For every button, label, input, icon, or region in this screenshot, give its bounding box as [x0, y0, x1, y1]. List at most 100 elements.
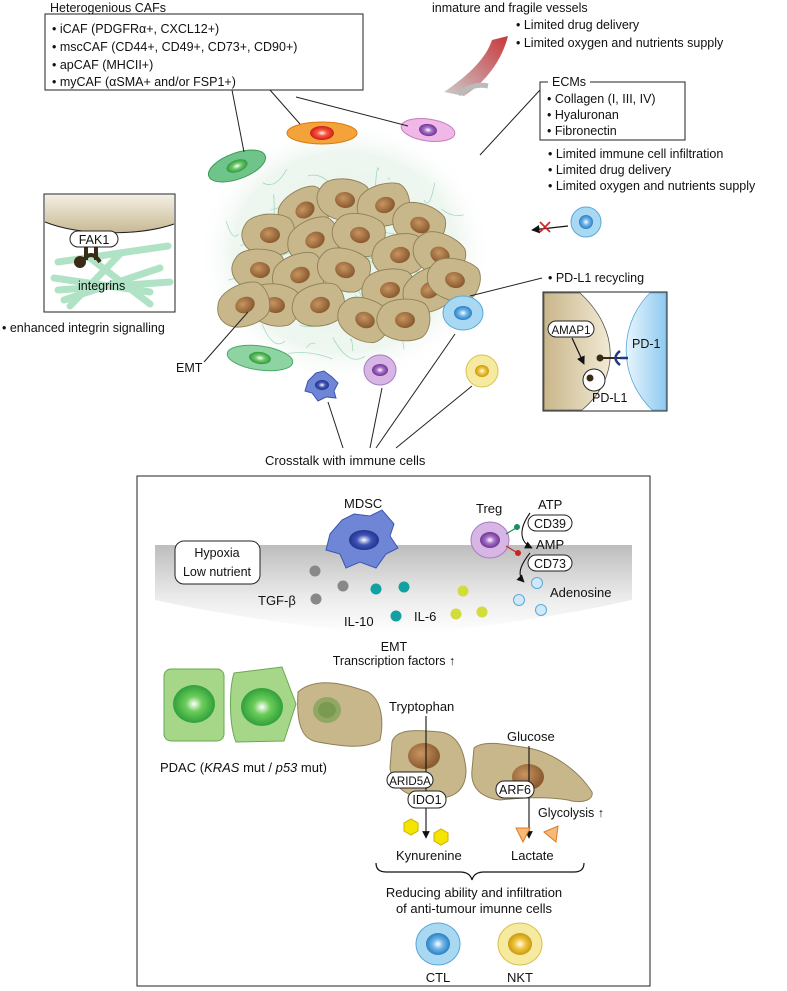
- tumour-cell: [217, 281, 271, 328]
- caf-orange-cell: [286, 121, 358, 145]
- tumour-nucleus: [265, 296, 285, 314]
- ecm-fibre: [374, 167, 380, 189]
- kynurenine-icons: [403, 818, 449, 846]
- ecm-item-collagen: • Collagen (I, III, IV): [547, 92, 656, 106]
- adenosine-dots: [513, 577, 547, 616]
- pdac-cells: [163, 666, 383, 747]
- mdsc-cell: [325, 509, 399, 569]
- tumour-nucleus: [260, 226, 280, 244]
- tumour-nucleus: [295, 201, 315, 219]
- caf-pink-cell: [400, 117, 456, 143]
- ecm-fibre: [349, 338, 354, 352]
- glycolysis-label: Glycolysis ↑: [538, 806, 604, 820]
- ecm-fibre: [261, 323, 286, 345]
- glucose-label: Glucose: [507, 729, 555, 744]
- adenosine-label: Adenosine: [550, 585, 611, 600]
- tumour-nucleus: [250, 261, 270, 279]
- caf-green-cell-bottom: [226, 344, 294, 372]
- ecm-fibre: [273, 194, 275, 214]
- vessel-item-oxygen: • Limited oxygen and nutrients supply: [516, 36, 724, 50]
- caf-item-mycaf: • myCAF (αSMA+ and/or FSP1+): [52, 75, 236, 89]
- tumour-nucleus: [310, 296, 330, 314]
- ecm-effect-oxygen: • Limited oxygen and nutrients supply: [548, 179, 756, 193]
- lactate-icons: [515, 825, 559, 844]
- nkt-label: NKT: [507, 970, 533, 985]
- integrin-fibres: [50, 242, 174, 310]
- reducing-line2: of anti-tumour imunne cells: [396, 901, 553, 916]
- tumour-nucleus: [290, 266, 310, 284]
- vessel-title: inmature and fragile vessels: [432, 1, 588, 15]
- caf-box-title: Heterogenious CAFs: [50, 1, 166, 15]
- mdsc-cell-small: [304, 370, 339, 402]
- amap1-label: AMAP1: [552, 325, 591, 337]
- tumour-nucleus: [355, 311, 375, 329]
- tumour-cell: [316, 178, 371, 222]
- tumour-nucleus: [335, 261, 355, 279]
- ecm-fibre: [262, 169, 288, 186]
- emt-label: EMT: [176, 361, 203, 375]
- summary-brace: [375, 862, 585, 881]
- atp-label: ATP: [538, 497, 562, 512]
- ctl-label: CTL: [426, 970, 451, 985]
- arf6-label: ARF6: [499, 783, 531, 797]
- treg-cell-small: [363, 354, 397, 386]
- crosstalk-label: Crosstalk with immune cells: [265, 453, 426, 468]
- reducing-line1: Reducing ability and infiltration: [386, 885, 562, 900]
- emt-tf-line1: EMT: [381, 640, 408, 654]
- cd73-label: CD73: [534, 557, 566, 571]
- integrin-signalling-caption: • enhanced integrin signalling: [2, 321, 165, 335]
- ecm-item-hyaluronan: • Hyaluronan: [547, 108, 619, 122]
- tumour-cell: [337, 296, 392, 344]
- ecm-effect-drug: • Limited drug delivery: [548, 163, 672, 177]
- ecm-fibre: [423, 182, 436, 204]
- cytokine-tgfb-dots: [309, 565, 349, 605]
- vessel-item-drug: • Limited drug delivery: [516, 18, 640, 32]
- caf-item-msccaf: • mscCAF (CD44+, CD49+, CD73+, CD90+): [52, 40, 297, 54]
- peritumour-immune-cells: [304, 295, 499, 402]
- tumour-nucleus: [390, 246, 410, 264]
- tumour-cell: [376, 298, 431, 342]
- tumour-nucleus: [305, 231, 325, 249]
- ecm-effect-infiltration: • Limited immune cell infiltration: [548, 147, 723, 161]
- tumour-cell: [241, 213, 296, 257]
- ido1-label: IDO1: [412, 793, 441, 807]
- lower-panel: MDSC Hypoxia Low nutrient Treg ATP CD39 …: [136, 475, 651, 987]
- tumour-nucleus: [395, 311, 415, 329]
- cytokine-il6-dots: [450, 585, 488, 620]
- caf-cells: [207, 117, 456, 372]
- treg-cell: [470, 521, 510, 559]
- nkt-cell: [497, 922, 543, 966]
- ecm-item-fibronectin: • Fibronectin: [547, 124, 617, 138]
- tumour-cell: [371, 233, 426, 277]
- kynurenine-label: Kynurenine: [396, 848, 462, 863]
- tumour-nucleus: [375, 196, 395, 214]
- arid5a-label: ARID5A: [389, 776, 431, 788]
- ecm-fibre: [305, 342, 316, 349]
- tgfb-label: TGF-β: [258, 593, 296, 608]
- tumour-cell: [231, 248, 286, 292]
- tumour-nucleus: [410, 216, 430, 234]
- vessel-group: inmature and fragile vessels • Limited d…: [432, 1, 724, 97]
- ctl-cell: [415, 922, 461, 966]
- tumour-mass: [197, 120, 493, 384]
- tumour-cells: [217, 178, 481, 344]
- ecm-fibre: [387, 177, 391, 180]
- il6-label: IL-6: [414, 609, 436, 624]
- tryptophan-label: Tryptophan: [389, 699, 454, 714]
- crosstalk-lines: [327, 333, 473, 449]
- ecm-fibre: [441, 208, 464, 217]
- ecm-fibre: [332, 337, 366, 360]
- hypoxia-label: Hypoxia: [194, 546, 239, 560]
- tumour-cell: [331, 213, 386, 257]
- tumour-nucleus: [380, 281, 400, 299]
- excluded-t-cell: [531, 206, 602, 238]
- cytokine-il10-dots: [370, 581, 410, 622]
- lactate-label: Lactate: [511, 848, 554, 863]
- ecm-fibre: [225, 220, 239, 237]
- caf-green-cell: [207, 149, 267, 183]
- low-nutrient-label: Low nutrient: [183, 565, 252, 579]
- ecm-legend-box: ECMs • Collagen (I, III, IV) • Hyalurona…: [539, 75, 756, 193]
- ecm-fibre: [307, 174, 329, 182]
- fak-inset: FAK1 integrins • enhanced integrin signa…: [2, 193, 176, 335]
